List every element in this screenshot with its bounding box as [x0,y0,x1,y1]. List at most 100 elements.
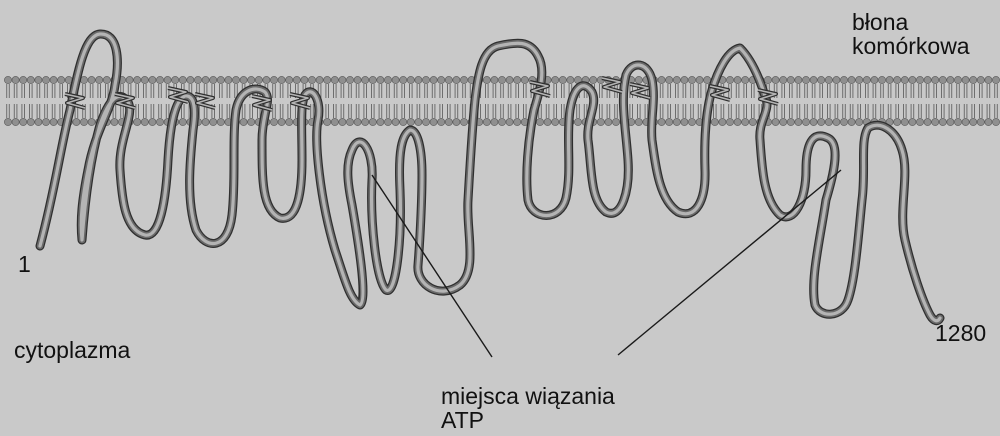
lipid-head [362,76,369,83]
atp-label-line2: ATP [441,408,615,432]
lipid-head [498,76,505,83]
lipid-head [270,76,277,83]
lipid-head [916,118,923,125]
lipid-head [210,118,217,125]
lipid-head [825,76,832,83]
lipid-head [780,76,787,83]
lipid-head [301,76,308,83]
lipid-head [58,76,65,83]
lipid-head [772,76,779,83]
lipid-head [324,118,331,125]
lipid-head [384,118,391,125]
lipid-head [795,118,802,125]
lipid-head [666,76,673,83]
lipid-head [172,76,179,83]
lipid-head [939,76,946,83]
lipid-head [187,76,194,83]
lipid-head [134,76,141,83]
lipid-head [149,118,156,125]
lipid-head [719,118,726,125]
lipid-head [415,76,422,83]
lipid-head [407,118,414,125]
lipid-head [977,76,984,83]
lipid-head [346,118,353,125]
lipid-head [605,118,612,125]
lipid-head [35,118,42,125]
lipid-head [802,76,809,83]
lipid-head [453,118,460,125]
lipid-head [856,118,863,125]
lipid-head [901,76,908,83]
membrane-label: błona komórkowa [852,10,970,58]
lipid-head [407,76,414,83]
lipid-head [810,118,817,125]
lipid-head [681,118,688,125]
lipid-head [339,118,346,125]
lipid-head [658,118,665,125]
lipid-head [932,118,939,125]
lipid-head [331,76,338,83]
lipid-head [673,76,680,83]
lipid-head [331,118,338,125]
lipid-head [141,76,148,83]
lipid-head [483,76,490,83]
lipid-head [20,76,27,83]
lipid-head [293,76,300,83]
lipid-head [818,76,825,83]
lipid-head [985,118,992,125]
lipid-head [415,118,422,125]
lipid-head [42,76,49,83]
lipid-head [970,118,977,125]
lipid-head [856,76,863,83]
lipid-head [909,76,916,83]
lipid-head [96,76,103,83]
lipid-head [27,76,34,83]
membrane-label-line1: błona [852,10,970,34]
lipid-head [430,76,437,83]
lipid-head [521,76,528,83]
lipid-head [308,76,315,83]
lipid-head [156,76,163,83]
lipid-head [916,76,923,83]
lipid-head [514,118,521,125]
lipid-head [567,76,574,83]
lipid-head [339,76,346,83]
lipid-head [498,118,505,125]
lipid-head [202,118,209,125]
lipid-head [362,118,369,125]
lipid-head [795,76,802,83]
lipid-head [597,118,604,125]
lipid-head [438,76,445,83]
lipid-head [255,76,262,83]
lipid-head [734,76,741,83]
lipid-head [179,118,186,125]
lipid-head [833,76,840,83]
lipid-head [954,118,961,125]
lipid-head [141,118,148,125]
lipid-head [970,76,977,83]
lipid-bilayer [4,76,999,125]
lipid-head [673,118,680,125]
lipid-head [726,118,733,125]
lipid-head [742,76,749,83]
lipid-head [438,118,445,125]
lipid-head [217,76,224,83]
membrane-label-line2: komórkowa [852,34,970,58]
atp-label-line1: miejsca wiązania [441,384,615,408]
lipid-head [377,118,384,125]
lipid-head [20,118,27,125]
lipid-head [947,118,954,125]
lipid-head [210,76,217,83]
lipid-head [894,118,901,125]
lipid-head [164,76,171,83]
lipid-head [483,118,490,125]
lipid-head [711,118,718,125]
lipid-head [848,76,855,83]
lipid-head [544,118,551,125]
lipid-head [764,76,771,83]
lipid-head [574,118,581,125]
lipid-head [4,76,11,83]
lipid-head [742,118,749,125]
lipid-head [4,118,11,125]
